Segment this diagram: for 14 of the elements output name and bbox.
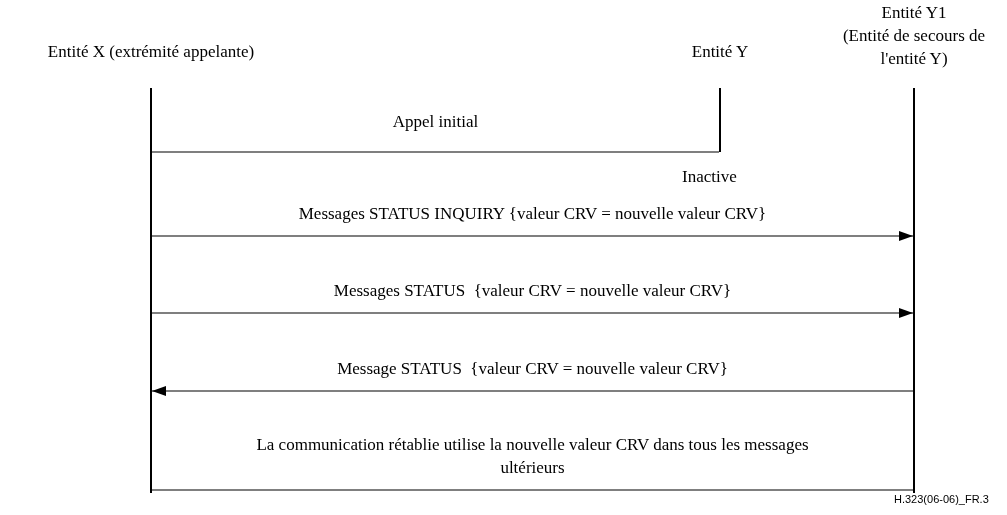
message-label: Messages STATUS {valeur CRV = nouvelle valeur CRV} [332, 280, 733, 302]
state-label: Inactive [682, 167, 737, 187]
figure-id: H.323(06-06)_FR.3 [894, 493, 989, 505]
message-arrow [151, 386, 914, 396]
entity-label: Entité Y [690, 41, 750, 63]
message-label: Appel initial [391, 111, 480, 133]
message-arrow [151, 308, 914, 318]
entity-label: Entité X (extrémité appelante) [46, 41, 256, 63]
message-label: La communication rétablie utilise la nouvelle valeur CRV dans tous les messages ultérieurs [255, 434, 810, 479]
message-arrow [151, 231, 914, 241]
message-label: Messages STATUS INQUIRY {valeur CRV = nouvelle valeur CRV} [297, 203, 768, 225]
entity-label: Entité Y1 [880, 2, 948, 24]
message-label: Message STATUS {valeur CRV = nouvelle valeur CRV} [336, 358, 729, 380]
entity-label: (Entité de secours de l'entité Y) [841, 25, 987, 70]
